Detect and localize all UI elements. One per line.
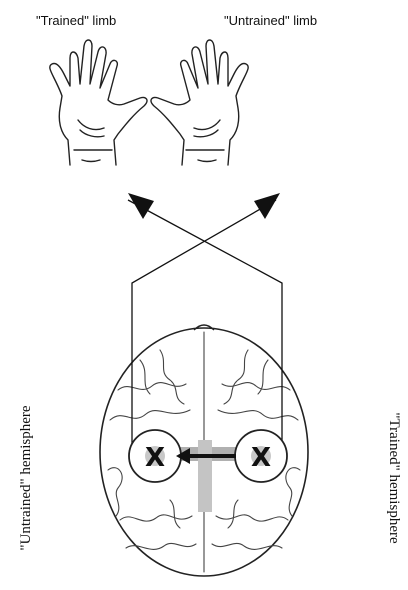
- arrowhead-right: [254, 193, 280, 219]
- right-x-mark: X: [251, 443, 271, 473]
- left-x-mark: X: [145, 443, 165, 473]
- right-hand-icon: [151, 40, 248, 165]
- untrained-limb-label: "Untrained" limb: [224, 13, 317, 28]
- left-hand-icon: [50, 40, 147, 165]
- arrowhead-left: [128, 193, 154, 219]
- trained-limb-label: "Trained" limb: [36, 13, 116, 28]
- untrained-hemisphere-label: "Untrained" hemisphere: [18, 405, 34, 550]
- trained-hemisphere-label: "Trained" hemisphere: [386, 412, 402, 544]
